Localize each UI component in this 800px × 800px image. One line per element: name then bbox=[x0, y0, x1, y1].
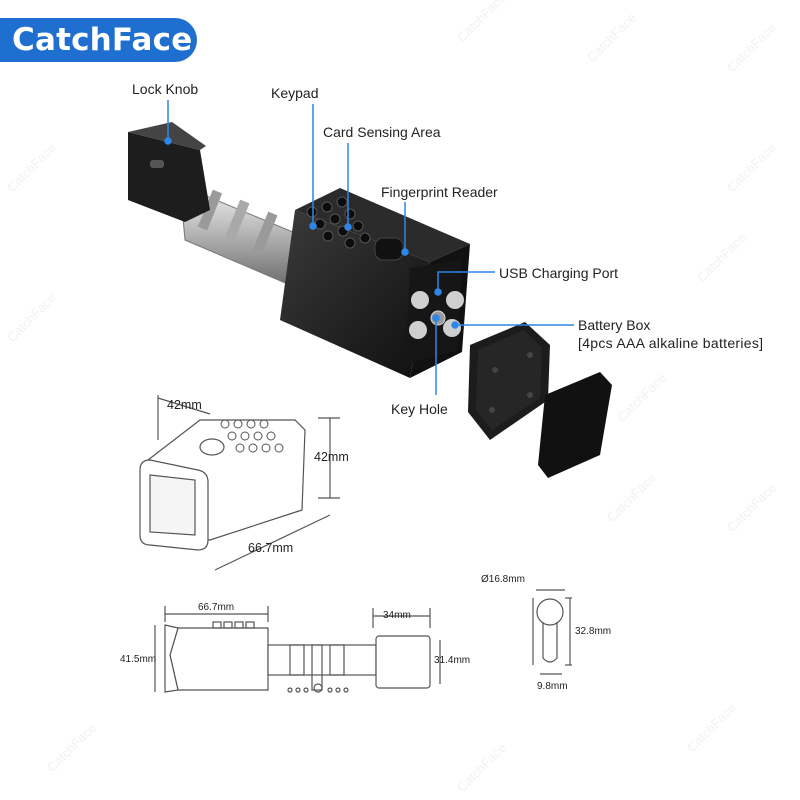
label-battery-box: Battery Box bbox=[578, 317, 651, 333]
dim-profile-height: 32.8mm bbox=[575, 626, 612, 637]
lock-cylinder-3d bbox=[128, 122, 612, 478]
dimension-drawing-3d bbox=[139, 395, 340, 571]
callout-lines bbox=[164, 100, 574, 395]
dim-body-height: 41.5mm bbox=[120, 654, 157, 665]
label-card-sensing-area: Card Sensing Area bbox=[323, 124, 441, 140]
profile-drawing bbox=[532, 589, 572, 675]
label-fingerprint-reader: Fingerprint Reader bbox=[381, 184, 498, 200]
fingerprint-reader bbox=[374, 237, 404, 261]
dim-diameter: Ø16.8mm bbox=[481, 574, 525, 585]
label-key-hole: Key Hole bbox=[391, 401, 448, 417]
side-view-drawing bbox=[154, 606, 441, 693]
label-usb-charging-port: USB Charging Port bbox=[499, 265, 619, 281]
battery-box-cover bbox=[468, 322, 550, 440]
dim-knob-height: 31.4mm bbox=[434, 655, 471, 666]
label-battery-note: [4pcs AAA alkaline batteries] bbox=[578, 335, 764, 351]
keypad bbox=[306, 196, 371, 249]
dim-height: 42mm bbox=[314, 450, 349, 464]
battery-compartment bbox=[405, 260, 464, 364]
label-keypad: Keypad bbox=[271, 85, 319, 101]
battery-lid bbox=[538, 372, 612, 478]
dim-length: 66.7mm bbox=[248, 541, 294, 555]
dim-width: 42mm bbox=[167, 398, 202, 412]
label-lock-knob: Lock Knob bbox=[132, 81, 199, 97]
brand-name: CatchFace bbox=[12, 22, 193, 58]
dim-knob-length: 34mm bbox=[383, 610, 411, 621]
lock-knob bbox=[128, 122, 210, 222]
dim-body-length: 66.7mm bbox=[198, 602, 235, 613]
dim-profile-width: 9.8mm bbox=[537, 681, 568, 692]
brand-logo: CatchFace bbox=[0, 18, 197, 62]
main-body bbox=[280, 188, 470, 378]
